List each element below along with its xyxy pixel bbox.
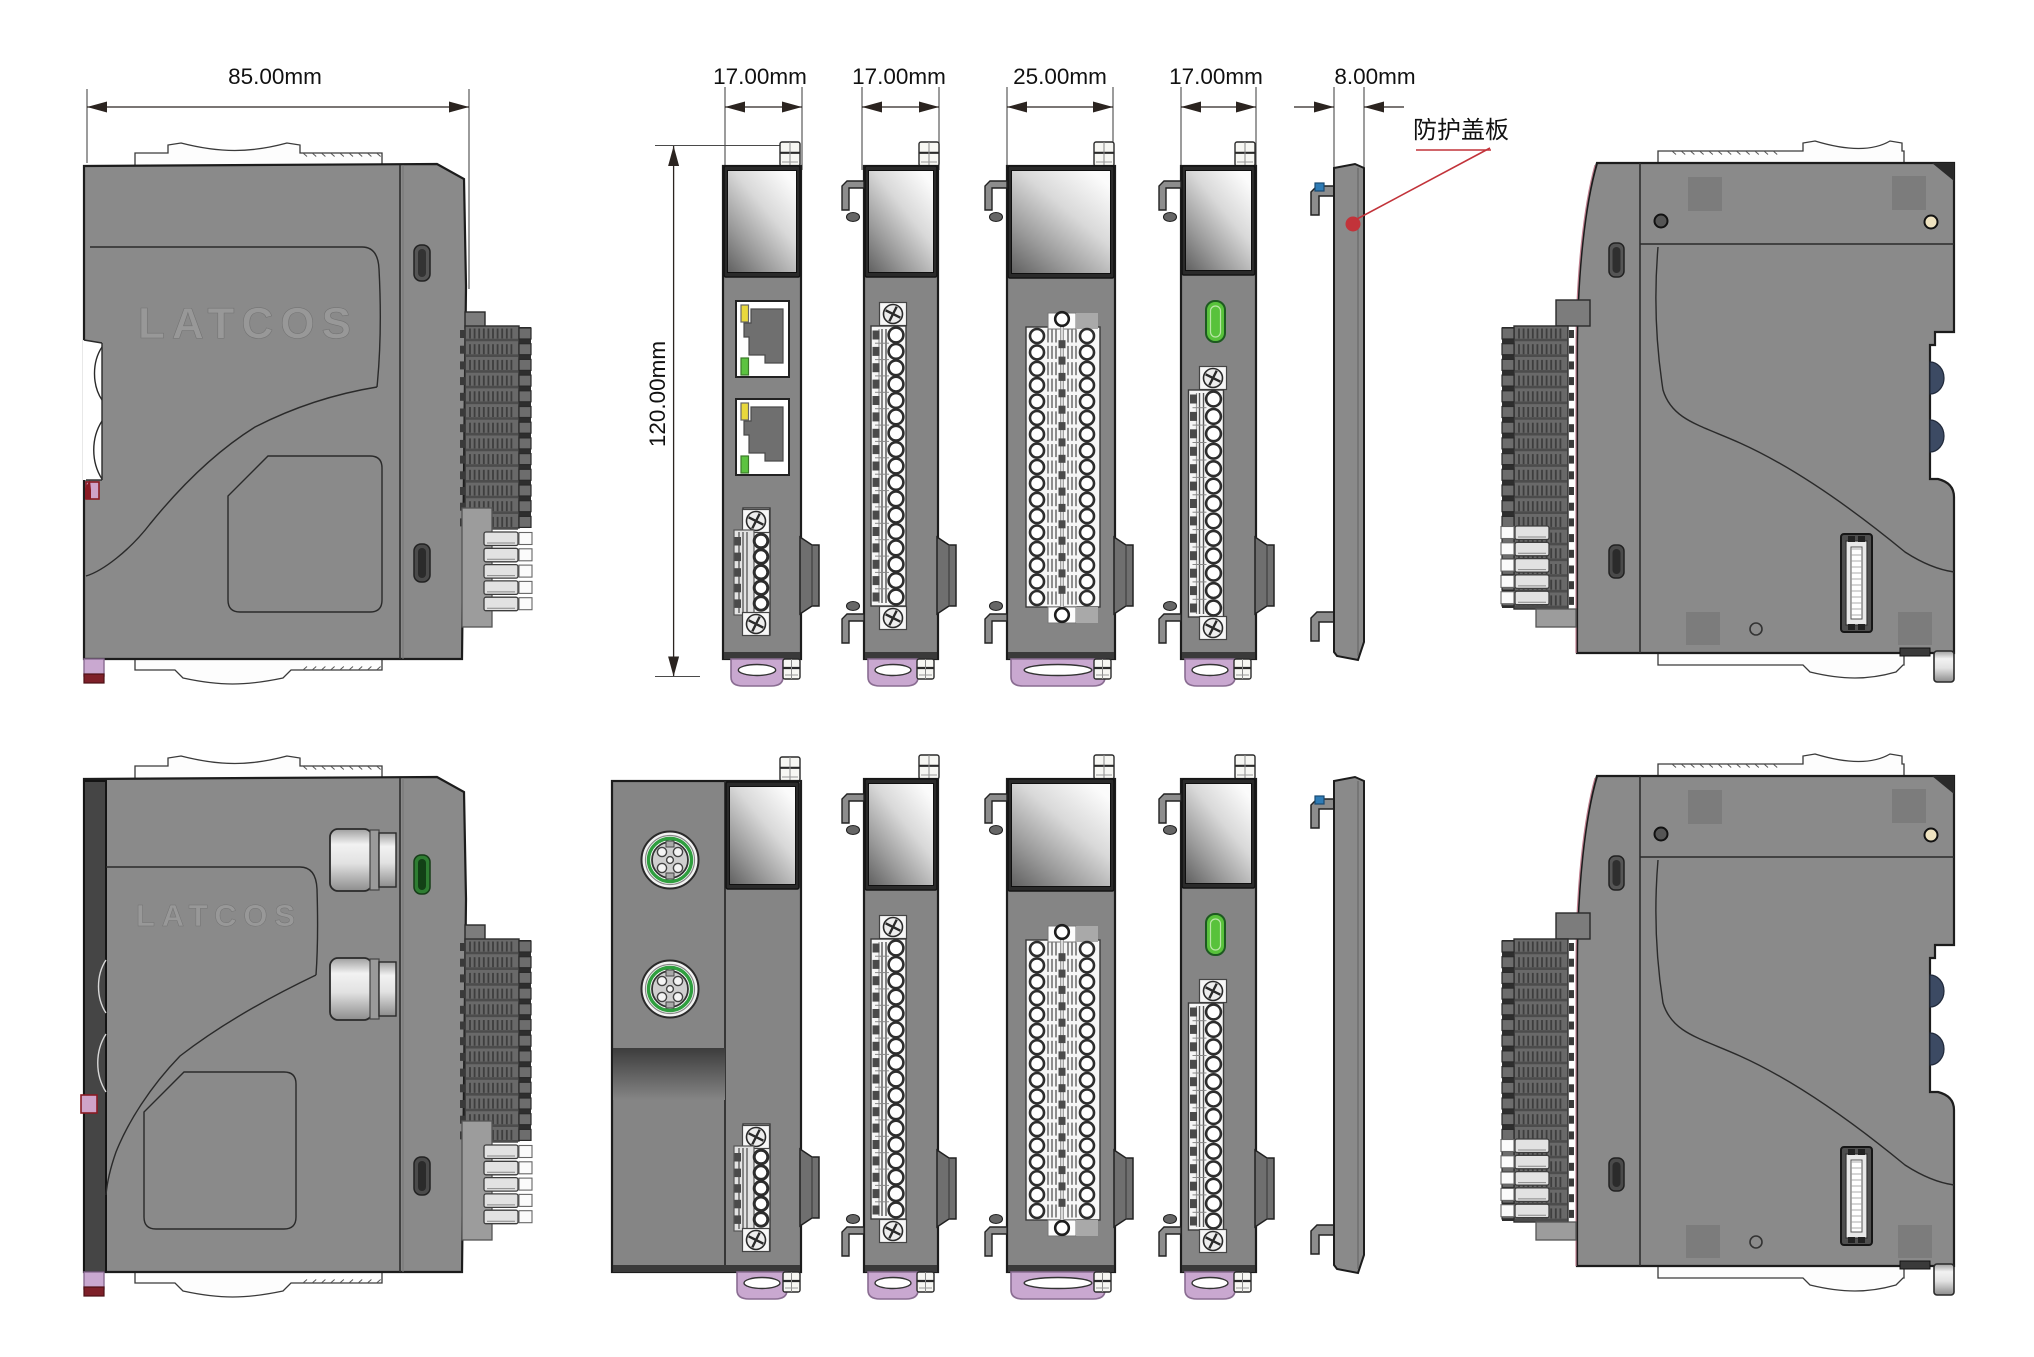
svg-text:LATCOS: LATCOS bbox=[138, 299, 355, 348]
svg-text:17.00mm: 17.00mm bbox=[713, 64, 807, 89]
svg-text:85.00mm: 85.00mm bbox=[228, 64, 322, 89]
svg-text:25.00mm: 25.00mm bbox=[1013, 64, 1107, 89]
svg-text:防护盖板: 防护盖板 bbox=[1413, 117, 1509, 144]
svg-text:120.00mm: 120.00mm bbox=[645, 341, 670, 447]
svg-text:17.00mm: 17.00mm bbox=[852, 64, 946, 89]
svg-text:LATCOS: LATCOS bbox=[136, 898, 298, 933]
svg-text:8.00mm: 8.00mm bbox=[1334, 64, 1415, 89]
svg-text:17.00mm: 17.00mm bbox=[1169, 64, 1263, 89]
